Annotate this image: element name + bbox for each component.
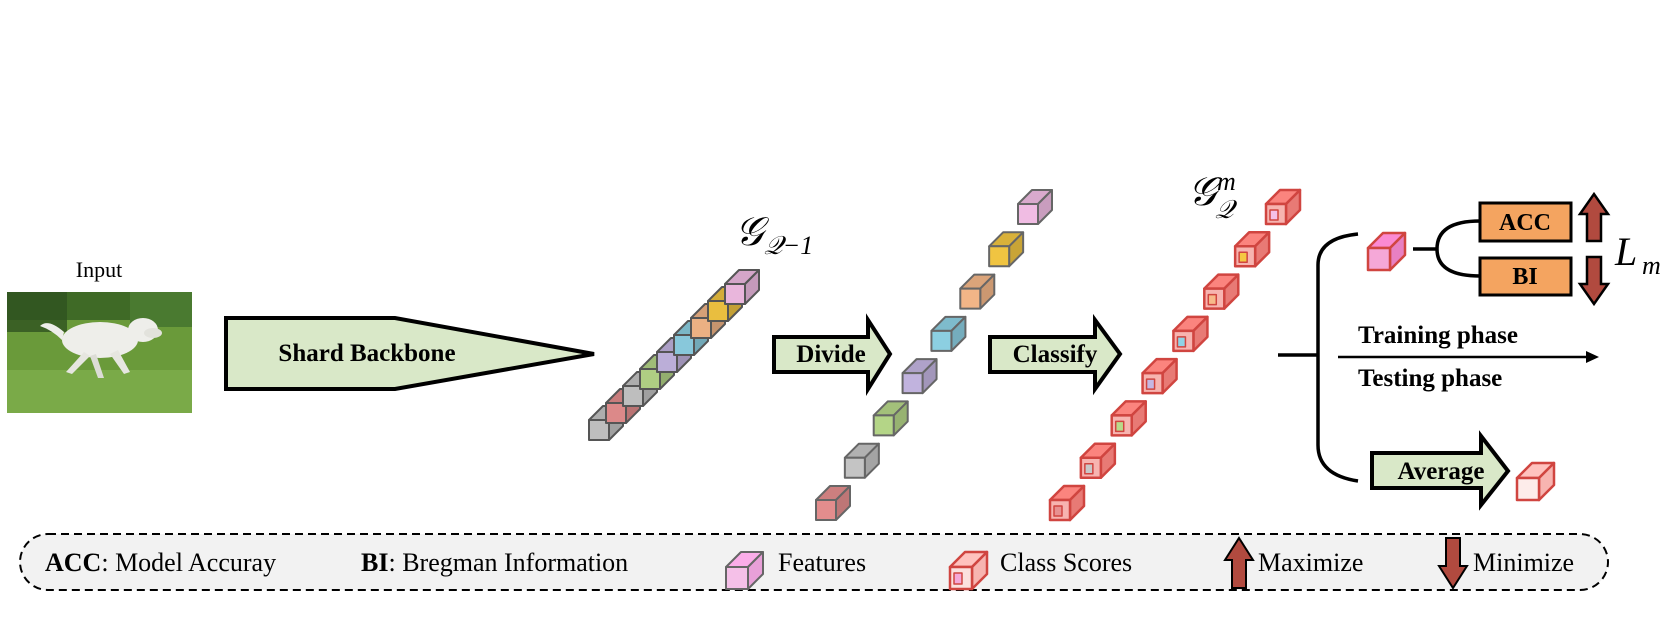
divided-feature-cube xyxy=(901,358,938,395)
cube-front xyxy=(605,402,627,424)
input-image xyxy=(7,292,192,413)
cube-front xyxy=(815,499,837,521)
legend-bi: BI: Bregman Information xyxy=(361,548,628,577)
cube-front xyxy=(843,456,866,479)
bi-box-label: BI xyxy=(1512,264,1537,290)
class-score-inner xyxy=(1084,462,1094,475)
training-feature-cube xyxy=(1366,231,1407,272)
acc-box: ACC xyxy=(1478,201,1573,243)
training-phase-label: Training phase xyxy=(1358,322,1518,349)
g-qm-superscript: m xyxy=(1217,167,1236,196)
class-score-cube xyxy=(1079,442,1117,479)
cube-front xyxy=(1017,203,1039,225)
classify-label: Classify xyxy=(1013,341,1098,368)
legend-acc: ACC: Model Accuray xyxy=(45,548,276,577)
divide-label: Divide xyxy=(796,341,865,368)
averaged-score-cube xyxy=(1515,461,1556,502)
cube-front xyxy=(639,368,661,390)
class-score-cube xyxy=(1233,231,1271,268)
legend-maximize: Maximize xyxy=(1258,548,1363,577)
class-score-cube xyxy=(1172,315,1209,353)
class-score-cube xyxy=(1141,357,1178,395)
class-score-inner xyxy=(1053,505,1063,517)
divided-feature-cube xyxy=(959,273,996,310)
legend-bi-text: : Bregman Information xyxy=(388,548,628,577)
class-score-cube xyxy=(1110,400,1147,437)
average-arrow: Average xyxy=(1370,430,1511,511)
class-score-cube xyxy=(1203,273,1240,310)
class-score-inner xyxy=(1176,336,1187,348)
class-score-cube xyxy=(1264,188,1302,226)
cube-front xyxy=(1366,246,1392,272)
bi-box: BI xyxy=(1478,256,1573,297)
legend-feature-icon xyxy=(725,551,764,590)
testing-phase-label: Testing phase xyxy=(1358,365,1502,392)
divide-arrow: Divide xyxy=(772,313,893,396)
class-score-cube xyxy=(1048,484,1086,522)
legend-maximize-icon xyxy=(1223,536,1255,589)
legend-bi-abbr: BI xyxy=(361,548,388,577)
legend-acc-text: : Model Accuray xyxy=(101,548,276,577)
minimize-arrow-icon xyxy=(1577,255,1611,307)
cube-front xyxy=(588,419,610,441)
class-score-shell xyxy=(1203,273,1240,310)
class-score-column xyxy=(1048,188,1302,522)
class-score-inner xyxy=(1207,293,1218,306)
loss-base: L xyxy=(1614,229,1637,274)
legend-feature-cube xyxy=(725,551,764,590)
legend-score-inner xyxy=(953,572,963,585)
legend-features: Features xyxy=(778,548,866,577)
cube-front xyxy=(707,300,729,322)
class-score-inner xyxy=(1269,209,1279,221)
cube-front xyxy=(930,329,953,352)
divided-feature-cube xyxy=(988,231,1025,268)
maximize-arrow-icon xyxy=(1577,191,1611,243)
training-feature-cube xyxy=(1366,231,1407,272)
legend-acc-abbr: ACC xyxy=(45,548,101,577)
cube-front xyxy=(622,385,644,407)
loss-subscript: m xyxy=(1642,251,1661,280)
shard-backbone-label: Shard Backbone xyxy=(278,340,455,367)
input-label: Input xyxy=(76,257,122,282)
input-section: Input xyxy=(7,257,192,413)
feature-column xyxy=(588,269,760,441)
phase-divider xyxy=(1338,351,1599,363)
classify-arrow: Classify xyxy=(988,313,1123,396)
legend-class-scores: Class Scores xyxy=(1000,548,1132,577)
cube-front xyxy=(656,351,678,373)
cube-front xyxy=(725,566,749,590)
g-q1-subscript: 𝒬−1 xyxy=(764,231,813,260)
cube-front xyxy=(988,245,1011,268)
feature-segment xyxy=(724,269,760,305)
divided-feature-cube xyxy=(815,485,851,521)
class-score-inner xyxy=(1114,420,1125,433)
divided-features xyxy=(815,189,1053,521)
acc-box-label: ACC xyxy=(1499,210,1551,236)
divided-feature-cube xyxy=(872,400,909,437)
class-score-inner xyxy=(1145,378,1156,390)
averaged-score-cube xyxy=(1515,461,1556,502)
divided-feature-cube xyxy=(843,442,880,479)
legend-class-score-icon xyxy=(948,550,989,591)
legend-minimize: Minimize xyxy=(1473,548,1574,577)
cube-front xyxy=(872,414,895,437)
g-qm-subscript: 𝒬 xyxy=(1215,195,1238,224)
cube-front xyxy=(673,334,695,356)
legend: ACC: Model Accuray BI: Bregman Informati… xyxy=(19,533,1609,591)
phase-brace xyxy=(1278,232,1359,483)
divided-feature-cube xyxy=(1017,189,1053,225)
cube-front xyxy=(959,287,982,310)
legend-minimize-icon xyxy=(1437,537,1469,590)
shard-backbone-block: Shard Backbone xyxy=(224,316,595,391)
cube-front xyxy=(690,317,712,339)
cube-front xyxy=(724,283,746,305)
class-score-inner xyxy=(1238,251,1248,264)
training-branch xyxy=(1413,219,1481,278)
cube-front xyxy=(1515,476,1541,502)
divided-feature-cube xyxy=(930,315,967,352)
class-score-shell xyxy=(1110,400,1147,437)
average-label: Average xyxy=(1398,458,1485,485)
cube-front xyxy=(901,372,924,395)
